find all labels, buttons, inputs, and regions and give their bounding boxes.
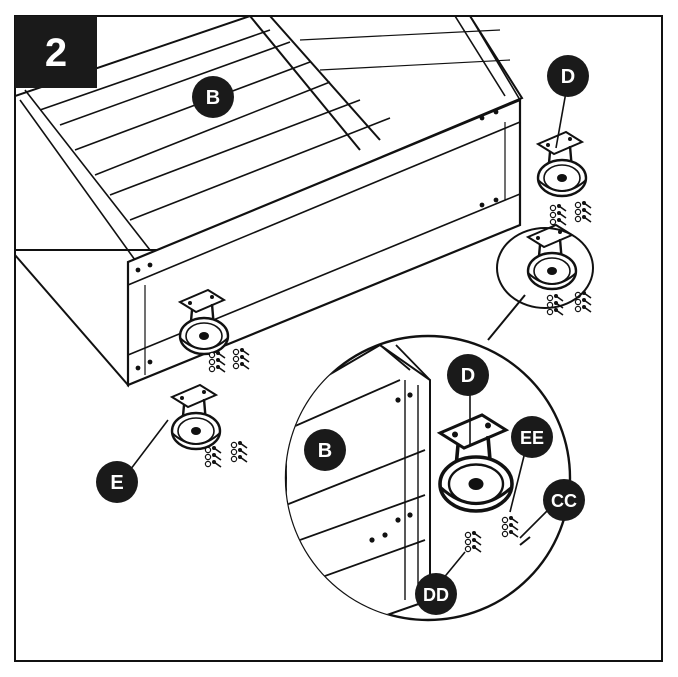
svg-text:D: D: [561, 66, 575, 88]
step-number-badge: 2: [15, 16, 97, 88]
caster-bottom-left: [170, 383, 222, 451]
callout-b-main: B: [192, 76, 234, 118]
cabinet-drawing: [15, 16, 524, 388]
callout-d-detail: D: [447, 354, 489, 396]
callout-b-detail: B: [304, 429, 346, 471]
svg-text:EE: EE: [520, 428, 544, 448]
svg-text:B: B: [318, 440, 332, 462]
caster-top-right: [536, 130, 588, 198]
svg-text:D: D: [461, 365, 475, 387]
svg-text:DD: DD: [423, 585, 449, 605]
svg-text:CC: CC: [551, 491, 577, 511]
detail-view: [284, 334, 572, 622]
caster-right: [526, 223, 578, 291]
callout-ee: EE: [511, 416, 553, 458]
caster-front-left: [178, 288, 230, 356]
callout-d-top: D: [547, 55, 589, 97]
callout-e: E: [96, 461, 138, 503]
svg-text:B: B: [206, 87, 220, 109]
callout-cc: CC: [543, 479, 585, 521]
step-number: 2: [45, 31, 67, 75]
callout-dd: DD: [415, 573, 457, 615]
svg-text:E: E: [110, 472, 123, 494]
